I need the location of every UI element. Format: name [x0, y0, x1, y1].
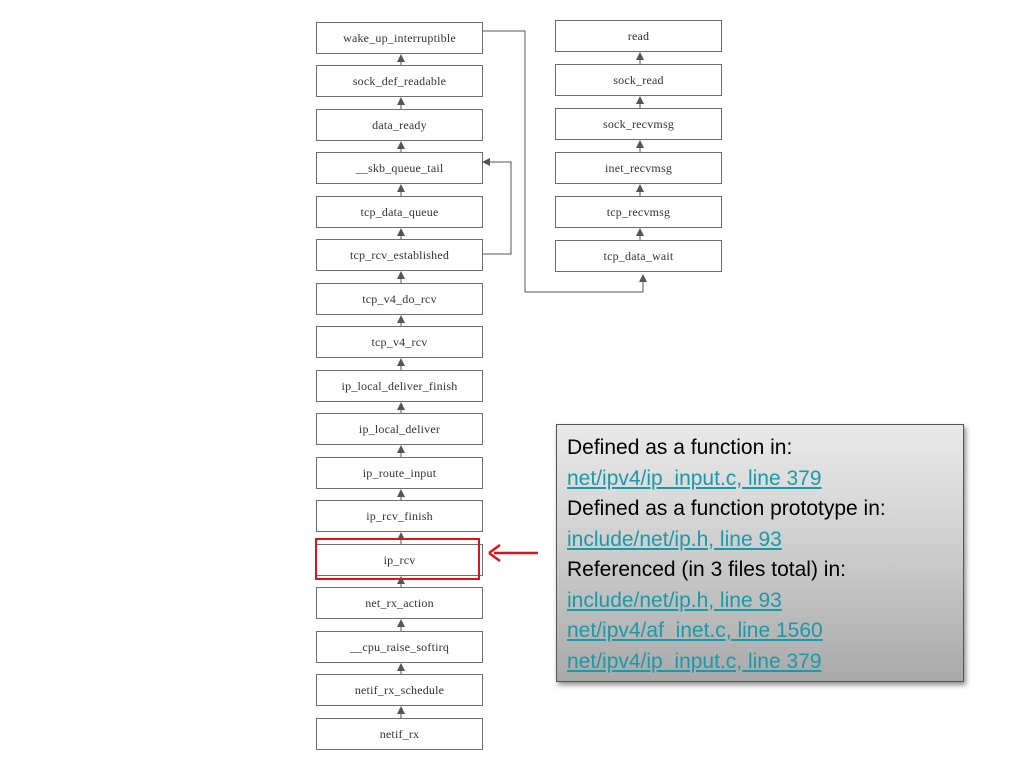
node-tcp-v4-rcv: tcp_v4_rcv — [316, 326, 483, 358]
node-sock-def-readable: sock_def_readable — [316, 65, 483, 97]
node-data-ready: data_ready — [316, 109, 483, 141]
defined-prototype-label: Defined as a function prototype in: — [567, 497, 886, 520]
referenced-link-af-inet[interactable]: net/ipv4/af_inet.c, line 1560 — [567, 619, 823, 642]
node-cpu-raise-softirq: __cpu_raise_softirq — [316, 631, 483, 663]
node-tcp-data-wait: tcp_data_wait — [555, 240, 722, 272]
node-tcp-v4-do-rcv: tcp_v4_do_rcv — [316, 283, 483, 315]
node-netif-rx-schedule: netif_rx_schedule — [316, 674, 483, 706]
node-tcp-data-queue: tcp_data_queue — [316, 196, 483, 228]
node-net-rx-action: net_rx_action — [316, 587, 483, 619]
node-ip-local-deliver-finish: ip_local_deliver_finish — [316, 370, 483, 402]
pointer-arrow — [488, 543, 538, 563]
node-ip-rcv: ip_rcv — [316, 544, 483, 576]
node-sock-recvmsg: sock_recvmsg — [555, 108, 722, 140]
referenced-link-ip-h[interactable]: include/net/ip.h, line 93 — [567, 588, 782, 612]
node-ip-rcv-finish: ip_rcv_finish — [316, 500, 483, 532]
node-ip-local-deliver: ip_local_deliver — [316, 413, 483, 445]
node-tcp-recvmsg: tcp_recvmsg — [555, 196, 722, 228]
node-read: read — [555, 20, 722, 52]
referenced-label: Referenced (in 3 files total) in: — [567, 558, 846, 581]
node-sock-read: sock_read — [555, 64, 722, 96]
definition-callout: Defined as a function in: net/ipv4/ip_in… — [556, 424, 964, 682]
node-ip-route-input: ip_route_input — [316, 457, 483, 489]
loop-connector-skb — [482, 158, 512, 255]
referenced-link-ip-input[interactable]: net/ipv4/ip_input.c, line 379 — [567, 649, 822, 673]
node-skb-queue-tail: __skb_queue_tail — [316, 152, 483, 184]
node-netif-rx: netif_rx — [316, 718, 483, 750]
node-wake-up-interruptible: wake_up_interruptible — [316, 22, 483, 54]
ip-rcv-highlight-box — [315, 538, 480, 580]
defined-prototype-link[interactable]: include/net/ip.h, line 93 — [567, 527, 782, 551]
defined-function-link[interactable]: net/ipv4/ip_input.c, line 379 — [567, 466, 822, 490]
node-inet-recvmsg: inet_recvmsg — [555, 152, 722, 184]
defined-function-label: Defined as a function in: — [567, 436, 793, 459]
node-tcp-rcv-established: tcp_rcv_established — [316, 239, 483, 271]
